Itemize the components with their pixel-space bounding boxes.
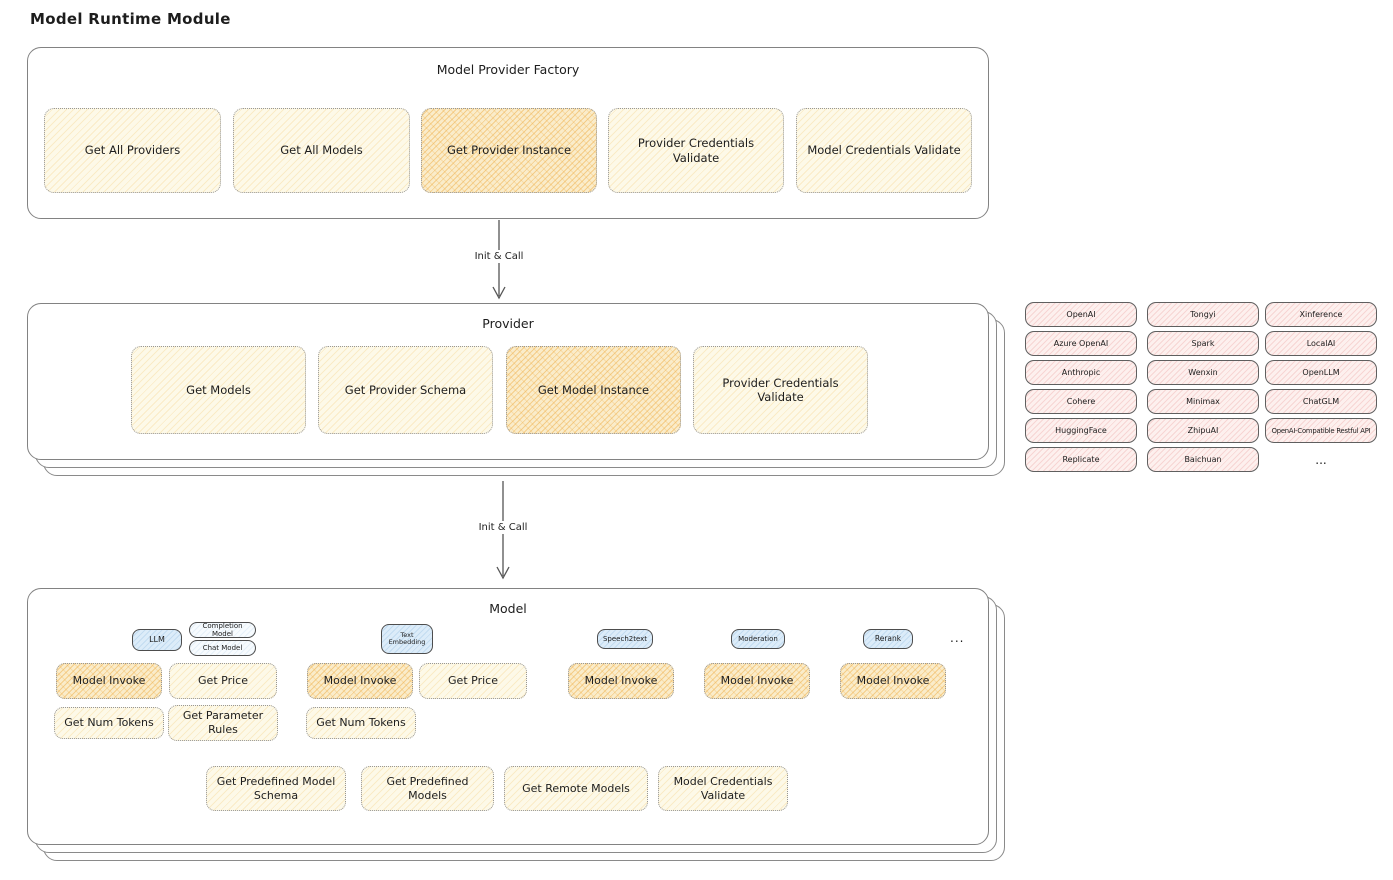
badge-moderation: Moderation	[731, 629, 785, 649]
chip-minimax: Minimax	[1147, 389, 1259, 414]
factory-model-credentials-validate: Model Credentials Validate	[796, 108, 972, 193]
factory-get-all-providers: Get All Providers	[44, 108, 221, 193]
text-embedding-model-invoke: Model Invoke	[307, 663, 413, 699]
badge-speech2text: Speech2text	[597, 629, 653, 649]
chip-replicate: Replicate	[1025, 447, 1137, 472]
badge-chat-model: Chat Model	[189, 640, 256, 656]
get-predefined-model-schema: Get Predefined Model Schema	[206, 766, 346, 811]
provider-provider-credentials-validate: Provider Credentials Validate	[693, 346, 868, 434]
provider-chip-column-1: OpenAI Azure OpenAI Anthropic Cohere Hug…	[1025, 302, 1137, 472]
chip-chatglm: ChatGLM	[1265, 389, 1377, 414]
moderation-model-invoke: Model Invoke	[704, 663, 810, 699]
badge-rerank: Rerank	[863, 629, 913, 649]
chip-openai: OpenAI	[1025, 302, 1137, 327]
chip-openllm: OpenLLM	[1265, 360, 1377, 385]
llm-model-invoke: Model Invoke	[56, 663, 162, 699]
llm-get-parameter-rules: Get Parameter Rules	[168, 705, 278, 741]
llm-get-price: Get Price	[169, 663, 277, 699]
provider-list-more: ...	[1315, 452, 1327, 467]
chip-tongyi: Tongyi	[1147, 302, 1259, 327]
chip-spark: Spark	[1147, 331, 1259, 356]
factory-provider-credentials-validate: Provider Credentials Validate	[608, 108, 784, 193]
chip-xinference: Xinference	[1265, 302, 1377, 327]
init-call-label-2: Init & Call	[473, 521, 533, 534]
badge-text-embedding: Text Embedding	[381, 624, 433, 654]
rerank-model-invoke: Model Invoke	[840, 663, 946, 699]
get-remote-models: Get Remote Models	[504, 766, 648, 811]
provider-title: Provider	[482, 316, 534, 331]
text-embedding-get-num-tokens: Get Num Tokens	[306, 707, 416, 739]
chip-baichuan: Baichuan	[1147, 447, 1259, 472]
factory-container: Model Provider Factory Get All Providers…	[27, 47, 989, 219]
chip-openai-compatible-restful-api: OpenAI-Compatible Restful API	[1265, 418, 1377, 443]
provider-chip-column-3: Xinference LocalAI OpenLLM ChatGLM OpenA…	[1265, 302, 1377, 472]
provider-get-model-instance: Get Model Instance	[506, 346, 681, 434]
speech2text-model-invoke: Model Invoke	[568, 663, 674, 699]
provider-get-provider-schema: Get Provider Schema	[318, 346, 493, 434]
provider-container: Provider Get Models Get Provider Schema …	[27, 303, 989, 460]
model-title: Model	[489, 601, 527, 616]
chip-cohere: Cohere	[1025, 389, 1137, 414]
provider-chip-column-2: Tongyi Spark Wenxin Minimax ZhipuAI Baic…	[1147, 302, 1259, 472]
model-container: Model LLM Completion Model Chat Model Te…	[27, 588, 989, 845]
badge-llm: LLM	[132, 629, 182, 651]
page-title: Model Runtime Module	[30, 10, 231, 28]
factory-get-provider-instance: Get Provider Instance	[421, 108, 597, 193]
chip-zhipuai: ZhipuAI	[1147, 418, 1259, 443]
chip-localai: LocalAI	[1265, 331, 1377, 356]
factory-title: Model Provider Factory	[436, 62, 580, 77]
llm-get-num-tokens: Get Num Tokens	[54, 707, 164, 739]
chip-wenxin: Wenxin	[1147, 360, 1259, 385]
text-embedding-get-price: Get Price	[419, 663, 527, 699]
chip-huggingface: HuggingFace	[1025, 418, 1137, 443]
model-badges-more: ...	[950, 631, 965, 645]
badge-completion-model: Completion Model	[189, 622, 256, 638]
model-credentials-validate: Model Credentials Validate	[658, 766, 788, 811]
factory-get-all-models: Get All Models	[233, 108, 410, 193]
provider-get-models: Get Models	[131, 346, 306, 434]
init-call-label-1: Init & Call	[469, 250, 529, 263]
chip-anthropic: Anthropic	[1025, 360, 1137, 385]
chip-azure-openai: Azure OpenAI	[1025, 331, 1137, 356]
get-predefined-models: Get Predefined Models	[361, 766, 494, 811]
